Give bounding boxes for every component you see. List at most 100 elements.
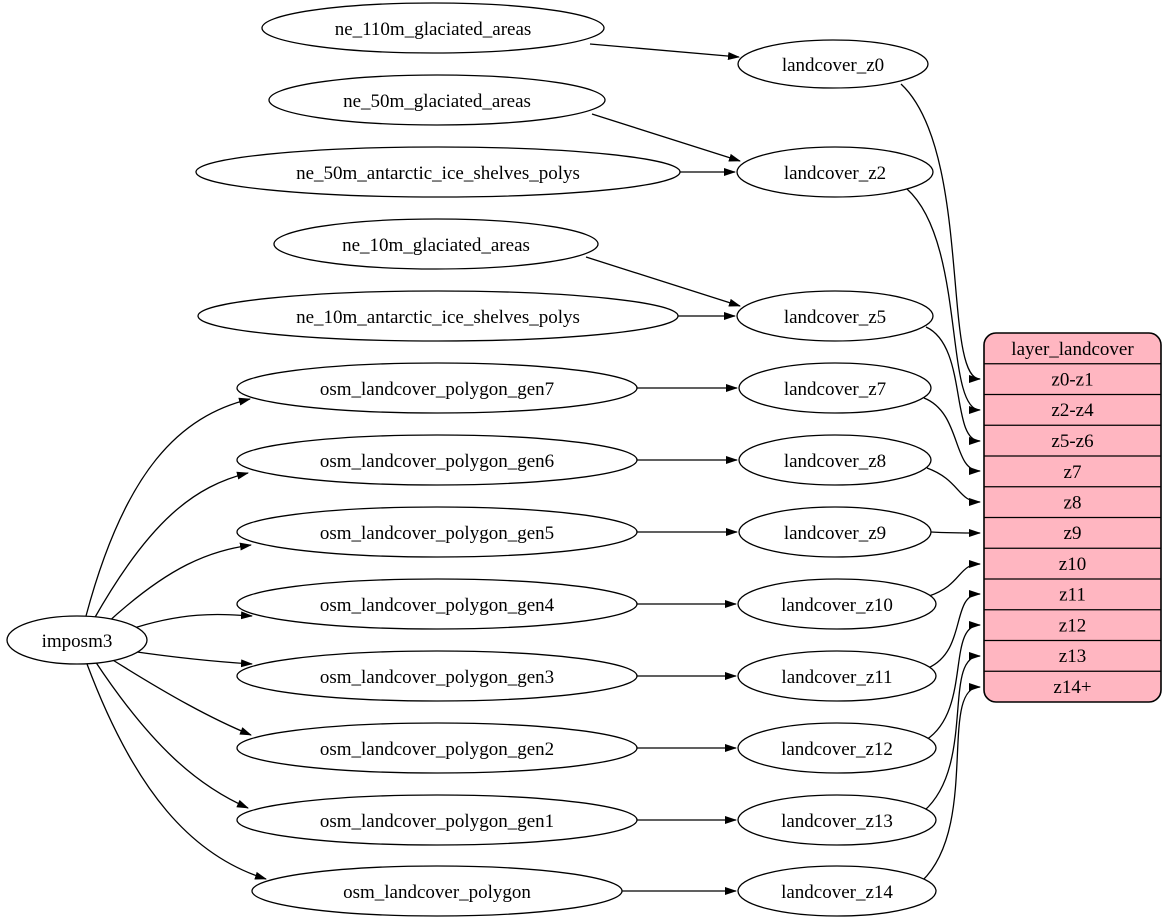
osm-landcover-polygon-label: osm_landcover_polygon bbox=[343, 882, 531, 903]
edge-landcover-z9-to-port-z9 bbox=[930, 528, 981, 537]
edge-imposm3-to-osm-landcover-polygon-gen3 bbox=[129, 650, 253, 668]
landcover-z7-label: landcover_z7 bbox=[784, 379, 886, 400]
ne-10m-antarctic-ice-shelves-polys-label: ne_10m_antarctic_ice_shelves_polys bbox=[296, 307, 580, 328]
node-landcover-z5: landcover_z5 bbox=[736, 290, 934, 342]
osm-landcover-polygon-gen2-ellipse bbox=[236, 722, 638, 774]
ne-110m-glaciated-areas-ellipse bbox=[261, 2, 605, 54]
edge-landcover-z10-to-port-z10 bbox=[928, 560, 981, 597]
landcover-z10-label: landcover_z10 bbox=[781, 595, 893, 616]
osm-landcover-polygon-gen6-label: osm_landcover_polygon_gen6 bbox=[320, 451, 554, 472]
landcover-z12-label: landcover_z12 bbox=[781, 739, 893, 760]
record-row-z9: z9 bbox=[1064, 523, 1082, 544]
node-osm-landcover-polygon-gen7: osm_landcover_polygon_gen7 bbox=[236, 362, 638, 414]
landcover-z8-label: landcover_z8 bbox=[784, 451, 886, 472]
edge-landcover-z5-to-port-z5-z6 bbox=[925, 326, 981, 445]
node-landcover-z7: landcover_z7 bbox=[738, 362, 932, 414]
osm-landcover-polygon-gen1-label: osm_landcover_polygon_gen1 bbox=[320, 811, 554, 832]
edge-imposm3-to-osm-landcover-polygon-gen7 bbox=[85, 397, 251, 617]
ne-50m-glaciated-areas-ellipse bbox=[268, 74, 606, 126]
node-ne-10m-antarctic-ice-shelves-polys: ne_10m_antarctic_ice_shelves_polys bbox=[197, 290, 679, 342]
landcover-z0-ellipse bbox=[737, 39, 929, 89]
edge-imposm3-to-osm-landcover-polygon-gen6 bbox=[93, 471, 249, 620]
node-landcover-z14: landcover_z14 bbox=[737, 865, 937, 917]
node-landcover-z11: landcover_z11 bbox=[737, 650, 937, 702]
osm-landcover-polygon-gen5-label: osm_landcover_polygon_gen5 bbox=[320, 523, 554, 544]
ne-10m-antarctic-ice-shelves-polys-ellipse bbox=[197, 290, 679, 342]
node-osm-landcover-polygon-gen3: osm_landcover_polygon_gen3 bbox=[236, 650, 638, 702]
osm-landcover-polygon-gen1-ellipse bbox=[236, 794, 638, 846]
osm-landcover-polygon-gen4-label: osm_landcover_polygon_gen4 bbox=[320, 595, 555, 616]
edge-imposm3-to-osm-landcover-polygon bbox=[86, 663, 267, 880]
edge-landcover-z13-to-port-z13 bbox=[923, 652, 981, 812]
record-row-z11: z11 bbox=[1059, 585, 1086, 606]
record-row-z2-z4: z2-z4 bbox=[1051, 400, 1094, 421]
node-osm-landcover-polygon-gen4: osm_landcover_polygon_gen4 bbox=[236, 578, 638, 630]
record-layer-landcover: layer_landcover z0-z1 z2-z4 z5-z6 z7 z8 … bbox=[983, 332, 1162, 703]
landcover-z0-label: landcover_z0 bbox=[782, 55, 884, 76]
landcover-z12-ellipse bbox=[737, 722, 937, 774]
node-osm-landcover-polygon-gen1: osm_landcover_polygon_gen1 bbox=[236, 794, 638, 846]
landcover-z5-ellipse bbox=[736, 290, 934, 342]
node-landcover-z8: landcover_z8 bbox=[738, 434, 932, 486]
node-ne-50m-glaciated-areas: ne_50m_glaciated_areas bbox=[268, 74, 606, 126]
landcover-z5-label: landcover_z5 bbox=[784, 307, 886, 328]
edge-imposm3-to-osm-landcover-polygon-gen1 bbox=[94, 660, 249, 809]
node-osm-landcover-polygon: osm_landcover_polygon bbox=[251, 865, 623, 917]
landcover-z2-ellipse bbox=[736, 146, 934, 198]
osm-landcover-polygon-gen5-ellipse bbox=[236, 506, 638, 558]
ne-10m-glaciated-areas-label: ne_10m_glaciated_areas bbox=[342, 235, 530, 256]
record-row-z5-z6: z5-z6 bbox=[1051, 431, 1093, 452]
node-landcover-z12: landcover_z12 bbox=[737, 722, 937, 774]
edge-ne-110m-glaciated-areas-to-landcover-z0 bbox=[589, 43, 740, 61]
edge-landcover-z11-to-port-z11 bbox=[927, 590, 981, 669]
landcover-z8-ellipse bbox=[738, 434, 932, 486]
node-ne-110m-glaciated-areas: ne_110m_glaciated_areas bbox=[261, 2, 605, 54]
edge-ne-10m-glaciated-areas-to-landcover-z5 bbox=[585, 256, 741, 307]
record-row-z10: z10 bbox=[1059, 554, 1086, 575]
landcover-z13-ellipse bbox=[737, 794, 937, 846]
edge-landcover-z8-to-port-z8 bbox=[926, 467, 981, 506]
landcover-z2-label: landcover_z2 bbox=[784, 163, 886, 184]
node-imposm3: imposm3 bbox=[6, 615, 148, 665]
osm-landcover-polygon-gen2-label: osm_landcover_polygon_gen2 bbox=[320, 739, 554, 760]
ne-10m-glaciated-areas-ellipse bbox=[273, 218, 599, 270]
node-ne-10m-glaciated-areas: ne_10m_glaciated_areas bbox=[273, 218, 599, 270]
osm-landcover-polygon-gen3-ellipse bbox=[236, 650, 638, 702]
record-row-z14plus: z14+ bbox=[1053, 677, 1091, 698]
node-ne-50m-antarctic-ice-shelves-polys: ne_50m_antarctic_ice_shelves_polys bbox=[195, 146, 681, 198]
record-title: layer_landcover bbox=[1011, 339, 1134, 360]
record-row-z7: z7 bbox=[1064, 462, 1082, 483]
osm-landcover-polygon-gen3-label: osm_landcover_polygon_gen3 bbox=[320, 667, 554, 688]
osm-landcover-polygon-gen4-ellipse bbox=[236, 578, 638, 630]
landcover-z11-label: landcover_z11 bbox=[781, 667, 892, 688]
record-row-z12: z12 bbox=[1059, 616, 1086, 637]
osm-landcover-polygon-gen7-ellipse bbox=[236, 362, 638, 414]
edge-imposm3-to-osm-landcover-polygon-gen2 bbox=[107, 656, 252, 736]
landcover-z9-ellipse bbox=[738, 506, 932, 558]
imposm3-label: imposm3 bbox=[42, 631, 113, 652]
edge-landcover-z12-to-port-z12 bbox=[925, 621, 981, 741]
landcover-z13-label: landcover_z13 bbox=[781, 811, 893, 832]
ne-110m-glaciated-areas-label: ne_110m_glaciated_areas bbox=[335, 19, 532, 40]
ne-50m-antarctic-ice-shelves-polys-label: ne_50m_antarctic_ice_shelves_polys bbox=[296, 163, 580, 184]
landcover-z9-label: landcover_z9 bbox=[784, 523, 886, 544]
landcover-z11-ellipse bbox=[737, 650, 937, 702]
record-row-z8: z8 bbox=[1064, 493, 1082, 514]
node-osm-landcover-polygon-gen2: osm_landcover_polygon_gen2 bbox=[236, 722, 638, 774]
osm-landcover-polygon-gen7-label: osm_landcover_polygon_gen7 bbox=[320, 379, 554, 400]
landcover-z7-ellipse bbox=[738, 362, 932, 414]
landcover-z14-ellipse bbox=[737, 865, 937, 917]
node-landcover-z0: landcover_z0 bbox=[737, 39, 929, 89]
node-osm-landcover-polygon-gen5: osm_landcover_polygon_gen5 bbox=[236, 506, 638, 558]
ne-50m-glaciated-areas-label: ne_50m_glaciated_areas bbox=[343, 91, 531, 112]
edge-imposm3-to-osm-landcover-polygon-gen4 bbox=[127, 611, 253, 631]
edge-landcover-z14-to-port-z14plus bbox=[921, 683, 981, 882]
osm-landcover-polygon-gen6-ellipse bbox=[236, 434, 638, 486]
node-landcover-z2: landcover_z2 bbox=[736, 146, 934, 198]
node-landcover-z9: landcover_z9 bbox=[738, 506, 932, 558]
node-landcover-z10: landcover_z10 bbox=[737, 578, 937, 630]
imposm3-ellipse bbox=[6, 615, 148, 665]
landcover-z10-ellipse bbox=[737, 578, 937, 630]
node-landcover-z13: landcover_z13 bbox=[737, 794, 937, 846]
